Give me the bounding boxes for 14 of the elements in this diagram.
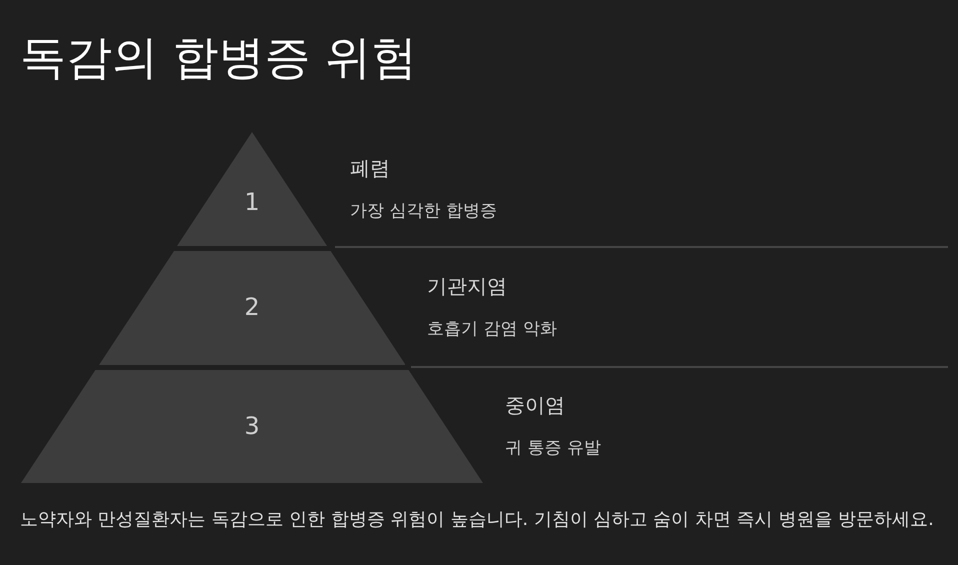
tier-description: 가장 심각한 합병증: [350, 200, 497, 222]
tier-description: 귀 통증 유발: [505, 438, 601, 458]
pyramid-tier: [21, 370, 483, 483]
pyramid-tier: [176, 132, 328, 246]
caption: 노약자와 만성질환자는 독감으로 인한 합병증 위험이 높습니다. 기침이 심하고 숨이 차면 즉시 병원을 방문하세요.: [20, 509, 934, 531]
tier-heading: 중이염: [505, 393, 565, 417]
tier-number: 3: [244, 414, 260, 438]
tier-number: 1: [244, 190, 260, 214]
tier-heading: 기관지염: [427, 274, 507, 298]
tier-heading: 폐렴: [350, 156, 390, 180]
pyramid-tier: [98, 251, 406, 365]
tier-number: 2: [244, 295, 260, 319]
title: 독감의 합병증 위험: [20, 30, 418, 86]
tier-description: 호흡기 감염 악화: [427, 318, 557, 340]
